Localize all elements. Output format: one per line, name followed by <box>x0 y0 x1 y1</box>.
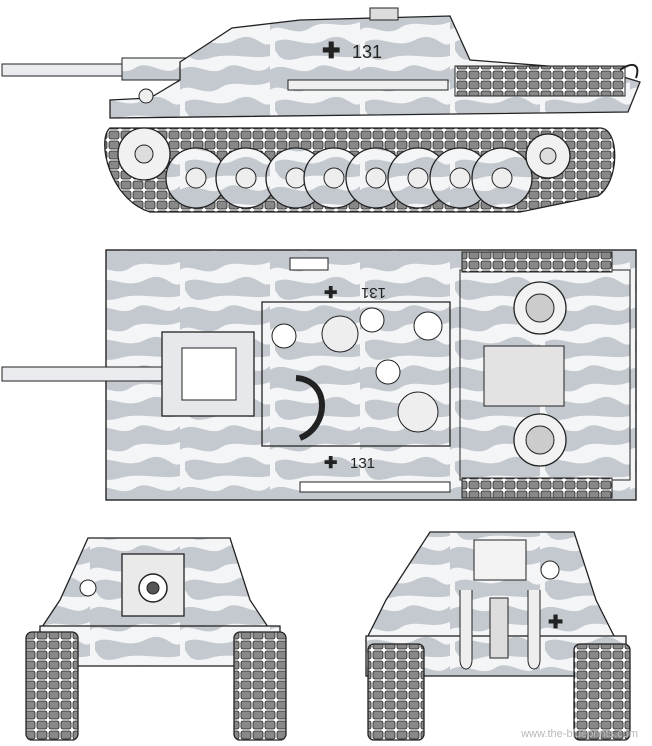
side-gun-barrel <box>1 63 131 77</box>
rear-view: ✚ <box>364 531 631 741</box>
side-view: ✚ 131 <box>1 7 641 213</box>
top-commander-hatch <box>321 315 359 353</box>
side-number-marking: 131 <box>352 42 382 62</box>
top-cross-marking-lower: ✚ <box>324 455 337 472</box>
top-tool-upper <box>289 257 329 271</box>
top-rear-port <box>413 311 443 341</box>
top-marking-upper: 131 <box>361 284 386 301</box>
side-exhaust <box>619 63 639 79</box>
rear-access-door <box>473 539 527 581</box>
top-spare-track-lower <box>461 477 613 499</box>
top-grille <box>483 345 565 407</box>
side-cross-marking: ✚ <box>322 38 340 63</box>
rear-exhaust-pipes <box>459 590 541 670</box>
front-track-left <box>25 631 79 741</box>
top-round-port <box>359 307 385 333</box>
watermark: www.the-blueprints.com <box>521 728 638 740</box>
side-road-wheels <box>117 127 571 209</box>
top-marking-lower: 131 <box>350 455 375 472</box>
top-gun-barrel <box>1 366 163 382</box>
top-spare-track-upper <box>461 251 613 273</box>
rear-hatch-round <box>540 560 560 580</box>
top-cross-marking-upper: ✚ <box>324 285 337 302</box>
top-loader-hatch <box>397 391 439 433</box>
rear-track-right <box>573 643 631 741</box>
top-curved-rail <box>295 375 325 441</box>
side-periscope <box>138 88 154 104</box>
side-hatch <box>369 7 399 21</box>
rear-cross-marking: ✚ <box>548 612 563 632</box>
top-view: ✚ 131 ✚ 131 <box>1 249 637 501</box>
front-view <box>25 537 287 741</box>
side-tool-rail <box>287 79 449 91</box>
side-spare-track <box>454 65 626 97</box>
top-vent <box>375 359 401 385</box>
top-tool-lower <box>299 481 451 493</box>
front-track-right <box>233 631 287 741</box>
top-periscope <box>271 323 297 349</box>
rear-track-left <box>367 643 425 741</box>
front-headlight <box>79 579 97 597</box>
side-gun-mantlet <box>121 57 187 81</box>
rear-jack <box>489 597 509 659</box>
